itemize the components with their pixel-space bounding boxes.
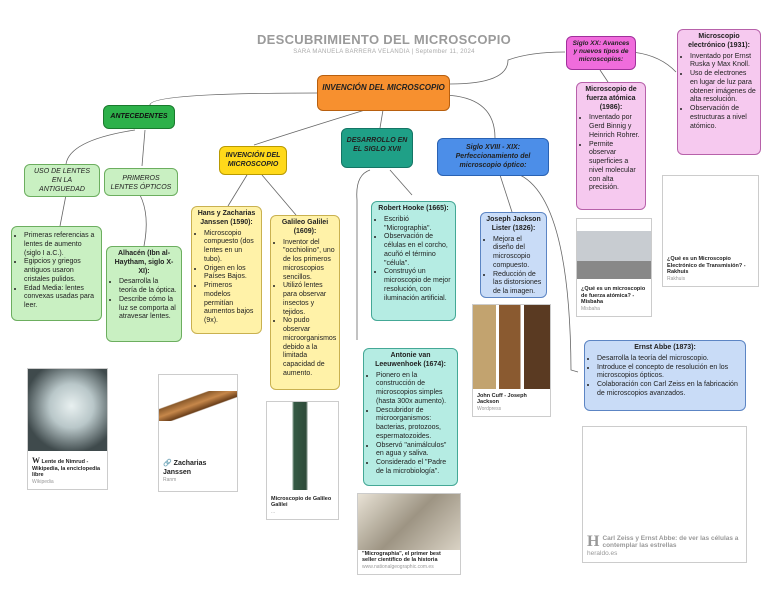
galileo-image xyxy=(267,402,338,490)
card-caption: Microscopio de Galileo Galilei ... xyxy=(271,495,332,515)
antecedentes-node[interactable]: ANTECEDENTES xyxy=(103,105,175,129)
micrographia-image xyxy=(358,494,460,550)
bullet: Egipcios y griegos antiguos usaron crist… xyxy=(24,258,97,284)
page-subtitle: SARA MANUELA BARRERA VELANDIA | Septembe… xyxy=(293,49,475,55)
bullet: Pionero en la construcción de microscopi… xyxy=(376,372,453,407)
bullet: No pudo observar microorganismos debido … xyxy=(283,317,336,378)
afm-image xyxy=(577,219,651,279)
invencion-node[interactable]: INVENCIÓN DEL MICROSCOPIO xyxy=(219,146,287,175)
electronico-title: Microscopio electrónico (1931): xyxy=(688,33,750,49)
galileo-detail: Galileo Galilei (1609): Inventor del "oc… xyxy=(270,215,340,390)
card-caption: 🔗 Zacharias Janssen Ranm xyxy=(163,460,233,483)
card-caption: W Lente de Nimrud - Wikipedia, la encicl… xyxy=(32,456,101,485)
alhacen-title: Alhacén (Ibn al-Haytham, siglo X-XI): xyxy=(114,250,174,275)
bullet: Colaboración con Carl Zeiss en la fabric… xyxy=(597,381,741,399)
bullet: Observación de células en el corcho, acu… xyxy=(384,233,451,268)
desarrollo-node[interactable]: DESARROLLO EN EL SIGLO XVII xyxy=(341,128,413,168)
uso-lentes-detail: Primeras referencias a lentes de aumento… xyxy=(11,226,102,321)
card-micrographia[interactable]: "Micrographia", el primer best seller ci… xyxy=(357,493,461,575)
bullet: Descubridor de microorganismos: bacteria… xyxy=(376,407,453,442)
janssen-title: Hans y Zacharias Janssen (1590): xyxy=(197,210,256,226)
wikipedia-icon: W xyxy=(32,456,40,466)
page-title: DESCUBRIMIENTO DEL MICROSCOPIO xyxy=(256,32,512,47)
uso-lentes-node[interactable]: USO DE LENTES EN LA ANTIGUEDAD xyxy=(24,164,100,197)
bullet: Describe cómo la luz se comporta al atra… xyxy=(119,296,177,322)
bullet: Edad Media: lentes convexas usadas para … xyxy=(24,285,97,311)
bullet: Primeros modelos permitían aumentos bajo… xyxy=(204,282,257,326)
card-caption: ¿Qué es un Microscopio Electrónico de Tr… xyxy=(667,256,746,282)
leeuwenhoek-detail: Antonie van Leeuwenhoek (1674): Pionero … xyxy=(363,348,458,486)
bullet: Observó "animálculos" en agua y saliva. xyxy=(376,442,453,460)
card-caption: John Cuff - Joseph Jackson Wordpress xyxy=(477,392,527,412)
bullet: Uso de electrones en lugar de luz para o… xyxy=(690,70,756,105)
bullet: Microscopio compuesto (dos lentes en un … xyxy=(204,230,257,265)
bullet: Introduce el concepto de resolución en l… xyxy=(597,364,741,382)
alhacen-detail: Alhacén (Ibn al-Haytham, siglo X-XI): De… xyxy=(106,246,182,342)
cuff-image xyxy=(473,305,550,389)
bullet: Permite observar superficies a nivel mol… xyxy=(589,141,641,194)
bullet: Inventor del "occhiolino", uno de los pr… xyxy=(283,239,335,283)
bullet: Desarrolla la teoría de la óptica. xyxy=(119,278,177,296)
card-caption: ¿Qué es un microscopio de fuerza atómica… xyxy=(581,286,646,312)
bullet: Inventado por Gerd Binnig y Heinrich Roh… xyxy=(589,114,641,140)
xviii-node[interactable]: Siglo XVIII - XIX: Perfeccionamiento del… xyxy=(437,138,549,176)
galileo-title: Galileo Galilei (1609): xyxy=(281,219,329,235)
abbe-title: Ernst Abbe (1873): xyxy=(634,344,696,351)
bullet: Inventado por Ernst Ruska y Max Knoll. xyxy=(690,53,756,71)
hooke-title: Robert Hooke (1665): xyxy=(378,205,449,212)
card-lente-nimrud[interactable]: W Lente de Nimrud - Wikipedia, la encicl… xyxy=(27,368,108,490)
electronico-detail: Microscopio electrónico (1931): Inventad… xyxy=(677,29,761,155)
bullet: Reducción de las distorsiones de la imag… xyxy=(493,271,542,297)
bullet: Considerado el "Padre de la microbiologí… xyxy=(376,459,453,477)
lister-detail: Joseph Jackson Lister (1826): Mejora el … xyxy=(480,212,547,298)
leeuwenhoek-title: Antonie van Leeuwenhoek (1674): xyxy=(375,352,446,368)
bullet: Desarrolla la teoría del microscopio. xyxy=(597,355,741,364)
primeros-lentes-node[interactable]: PRIMEROS LENTES ÓPTICOS xyxy=(104,168,178,196)
link-icon: 🔗 Zacharias Janssen xyxy=(163,460,207,476)
xx-node[interactable]: Siglo XX: Avances y nuevos tipos de micr… xyxy=(566,36,636,70)
bullet: Origen en los Países Bajos. xyxy=(204,265,257,283)
bullet: Escribió "Micrographia". xyxy=(384,216,451,234)
card-tem[interactable]: ¿Qué es un Microscopio Electrónico de Tr… xyxy=(662,175,759,287)
card-caption: "Micrographia", el primer best seller ci… xyxy=(362,550,441,570)
card-zacharias[interactable]: 🔗 Zacharias Janssen Ranm xyxy=(158,374,238,492)
janssen-image xyxy=(159,391,237,421)
afm-title: Microscopio de fuerza atómica (1986): xyxy=(585,86,637,111)
afm-detail: Microscopio de fuerza atómica (1986): In… xyxy=(576,82,646,210)
bullet: Construyó un microscopio de mejor resolu… xyxy=(384,268,451,303)
card-cuff[interactable]: John Cuff - Joseph Jackson Wordpress xyxy=(472,304,551,417)
bullet: Observación de estructuras a nivel atómi… xyxy=(690,105,756,131)
heraldo-logo-icon: H xyxy=(587,532,600,550)
janssen-detail: Hans y Zacharias Janssen (1590): Microsc… xyxy=(191,206,262,334)
abbe-detail: Ernst Abbe (1873): Desarrolla la teoría … xyxy=(584,340,746,411)
hooke-detail: Robert Hooke (1665): Escribió "Micrograp… xyxy=(371,201,456,321)
bullet: Mejora el diseño del microscopio compues… xyxy=(493,236,542,271)
lens-image xyxy=(28,369,107,451)
bullet: Primeras referencias a lentes de aumento… xyxy=(24,232,97,258)
bullet: Utilizó lentes para observar insectos y … xyxy=(283,282,335,317)
lister-title: Joseph Jackson Lister (1826): xyxy=(486,216,541,232)
root-node[interactable]: INVENCIÓN DEL MICROSCOPIO xyxy=(317,75,450,111)
card-afm[interactable]: ¿Qué es un microscopio de fuerza atómica… xyxy=(576,218,652,317)
card-galileo[interactable]: Microscopio de Galileo Galilei ... xyxy=(266,401,339,520)
